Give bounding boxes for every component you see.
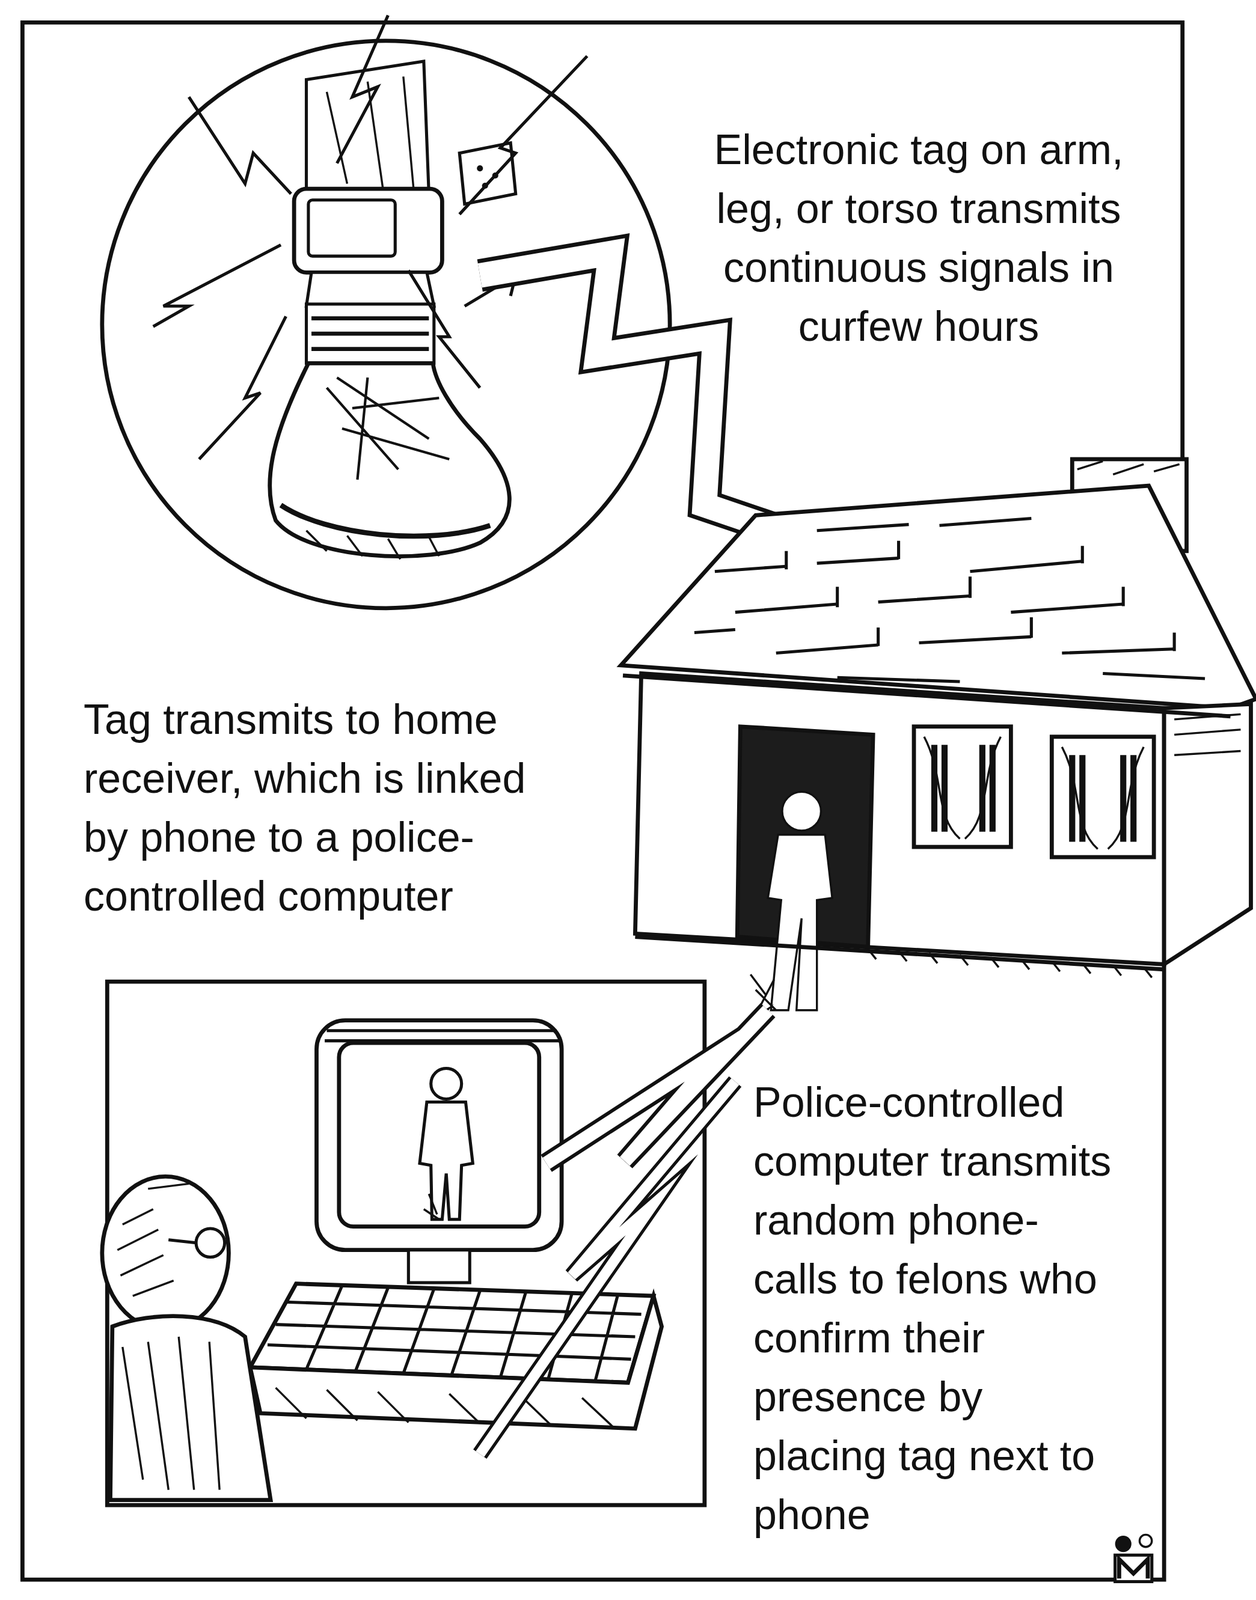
computer-panel-part: [431, 1068, 462, 1100]
signal-sparks-part: [336, 15, 388, 163]
outer-frame-part: [22, 22, 1183, 1581]
home-part: [621, 485, 1256, 709]
computer-panel-part: [423, 1194, 439, 1220]
tag-circle-part: [459, 143, 516, 205]
home-part: [868, 949, 1152, 979]
tag-circle-part: [294, 188, 442, 273]
tag-circle-part: [311, 318, 429, 350]
home-part: [1051, 737, 1154, 858]
home-part: [1072, 755, 1134, 842]
home-part: [934, 744, 993, 832]
tag-circle-part: [306, 304, 435, 364]
signal-sparks: [153, 15, 588, 460]
computer-panel-part: [122, 1337, 220, 1491]
tag-circle-part: [476, 165, 483, 172]
computer-panel-part: [110, 1316, 271, 1501]
signal-sparks-part: [153, 244, 281, 327]
computer-panel-part: [324, 1031, 560, 1042]
computer-panel-part: [316, 1020, 562, 1251]
computer-panel-part: [275, 1388, 613, 1428]
signal-bolt: [479, 1010, 768, 1456]
home: [621, 459, 1256, 1011]
computer-panel-part: [419, 1102, 473, 1220]
tag-circle-part: [269, 363, 510, 557]
computer-panel-part: [102, 1176, 230, 1330]
home-part: [786, 541, 1175, 652]
publisher-logo-part: [1139, 1534, 1152, 1548]
home-part: [622, 675, 1231, 717]
annotation-text: Tag transmits to home receiver, which is…: [83, 690, 559, 926]
home-part: [694, 518, 1205, 682]
signal-sparks-part: [459, 55, 587, 215]
signal-bolt-part: [479, 1082, 736, 1456]
home-part: [1164, 704, 1251, 965]
home-part: [1077, 461, 1180, 475]
tag-circle-part: [326, 377, 450, 480]
outer-frame: [22, 22, 1183, 1581]
signal-sparks-part: [199, 316, 286, 460]
tag-circle-part: [102, 40, 670, 609]
signal-bolt-part: [479, 1082, 736, 1456]
tag-circle-part: [326, 76, 414, 189]
tag-circle: [102, 40, 670, 609]
publisher-logo-part: [1118, 1559, 1148, 1579]
home-part: [634, 673, 1165, 965]
computer-panel-part: [408, 1250, 470, 1284]
tag-circle-part: [306, 530, 440, 560]
signal-sparks-part: [408, 270, 480, 388]
annotation-text: Police-controlled computer transmits ran…: [753, 1073, 1122, 1545]
home-part: [913, 726, 1011, 848]
computer-panel-part: [339, 1043, 540, 1228]
home-part: [750, 974, 776, 1011]
tag-circle-part: [306, 61, 430, 200]
computer-panel-part: [168, 1240, 197, 1244]
publisher-logo-part: [1115, 1555, 1152, 1582]
home-part: [767, 835, 833, 1011]
home-part: [1061, 747, 1144, 850]
computer-panel-part: [196, 1228, 225, 1258]
home-part: [924, 737, 1001, 840]
signal-sparks-part: [188, 96, 292, 194]
tag-circle-part: [280, 505, 491, 537]
publisher-logo-part: [1115, 1536, 1132, 1553]
home-part: [1174, 714, 1241, 756]
tag-circle-part: [308, 200, 396, 257]
annotation-text: Electronic tag on arm, leg, or torso tra…: [702, 120, 1136, 356]
publisher-logo: [1115, 1534, 1152, 1582]
home-part: [782, 791, 822, 831]
tag-circle-part: [306, 272, 435, 307]
